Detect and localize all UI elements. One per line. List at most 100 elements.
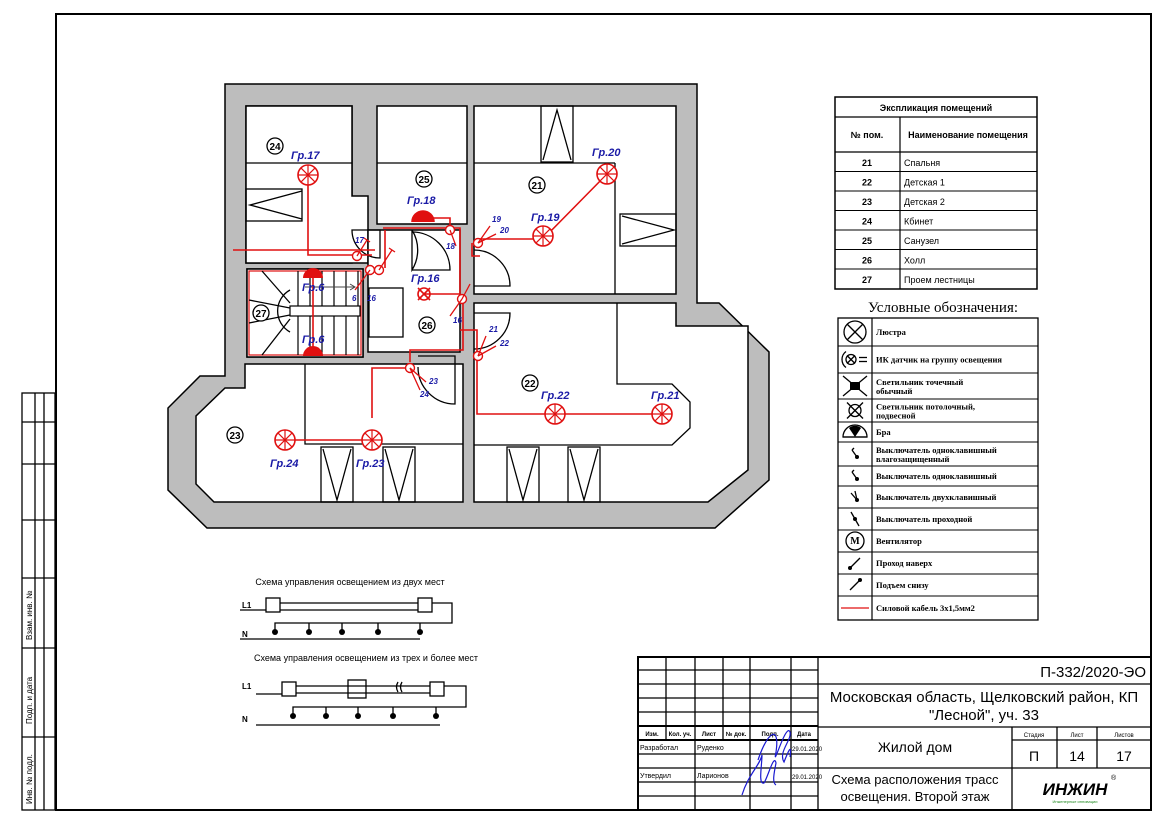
group-label-gr6-bottom: Гр.6	[302, 334, 325, 346]
tb-developed-date: 29.01.2020	[792, 747, 823, 753]
room-25	[376, 105, 468, 225]
sconce-gr6-top	[303, 268, 323, 278]
explication-col-name: Наименование помещения	[908, 130, 1028, 140]
group-label-gr17: Гр.17	[291, 150, 320, 162]
legend-item: Силовой кабель 3х1,5мм2	[876, 603, 975, 613]
room-marker-23: 23	[226, 426, 244, 444]
legend-item-text: Выключатель одноклавишный	[876, 471, 997, 481]
room-marker-24: 24	[266, 137, 284, 155]
group-label-gr23: Гр.23	[356, 458, 385, 470]
riser-down-icon	[849, 578, 862, 591]
staircase	[246, 268, 364, 358]
tb-approved-role: Утвердил	[640, 773, 671, 780]
switch-levers	[354, 225, 497, 391]
sconce-gr18	[411, 210, 435, 223]
legend-item: Люстра	[876, 327, 907, 337]
explication-row-name: Холл	[904, 256, 925, 266]
chandelier-gr19-icon	[532, 225, 554, 247]
room-marker-27: 27	[252, 304, 270, 322]
company-logo: ИНЖИН ® Инженерные инновации	[1043, 774, 1117, 804]
explication-row: 27 Проем лестницы	[862, 275, 975, 285]
switch-single-icon	[851, 469, 859, 481]
scheme-three-n: N	[242, 715, 248, 724]
legend: Условные обозначения: Люстра ИК датчик на…	[837, 300, 1039, 621]
svg-text:®: ®	[1111, 774, 1117, 782]
tb-header-podp: Подп.	[762, 732, 779, 738]
explication-row-num: 26	[862, 256, 872, 266]
switch-label-18: 18	[446, 242, 455, 251]
switch-label-21: 21	[488, 325, 498, 334]
legend-item: Светильник потолочный,подвесной	[876, 402, 975, 421]
tb-sheet-title-2: освещения. Второй этаж	[841, 789, 990, 804]
explication-title: Экспликация помещений	[880, 103, 992, 113]
legend-item: ИК датчик на группу освещения	[876, 355, 1002, 365]
legend-item-text: ИК датчик на группу освещения	[876, 355, 1002, 365]
switch-label-16a: 16	[367, 294, 376, 303]
ir-sensor-icon	[841, 350, 867, 369]
explication-table: Экспликация помещений № пом. Наименовани…	[834, 96, 1038, 290]
chandelier-gr22-icon	[544, 403, 566, 425]
group-label-gr18: Гр.18	[407, 195, 436, 207]
tb-header-doc: № док.	[726, 731, 747, 738]
group-label-gr22: Гр.22	[541, 390, 570, 402]
sconce-gr6-bottom	[303, 346, 323, 356]
legend-item: Выключатель проходной	[876, 514, 972, 524]
switch-label-22: 22	[499, 339, 509, 348]
scheme-three-l1: L1	[242, 682, 252, 691]
sheet-frame	[55, 13, 1152, 811]
group-label-gr6-top: Гр.6	[302, 282, 325, 294]
explication-row-name: Детская 2	[904, 197, 945, 207]
title-block: Изм. Кол. уч. Лист № док. Подп. Дата Раз…	[637, 656, 1152, 811]
svg-text:25: 25	[418, 175, 430, 186]
legend-item-text: Светильник потолочный,подвесной	[876, 402, 975, 421]
signature-2	[741, 754, 777, 796]
tb-sheet: 14	[1069, 748, 1085, 764]
svg-text:26: 26	[421, 321, 433, 332]
tb-sheet-title-1: Схема расположения трасс	[832, 772, 999, 787]
tb-stage: П	[1029, 748, 1039, 764]
chandelier-gr24-icon	[274, 429, 296, 451]
scheme-three-title: Схема управления освещением из трех и бо…	[254, 653, 478, 663]
scheme-two-title: Схема управления освещением из двух мест	[255, 577, 444, 587]
legend-item-text: Выключатель проходной	[876, 514, 972, 524]
room-marker-25: 25	[415, 170, 433, 188]
explication-row-name: Проем лестницы	[904, 275, 975, 285]
explication-row: 26 Холл	[862, 256, 925, 266]
legend-item-text: Выключатель двухклавишный	[876, 492, 997, 502]
tb-developed-name: Руденко	[697, 745, 724, 752]
explication-row-num: 27	[862, 275, 872, 285]
explication-row-name: Санузел	[904, 236, 939, 246]
switch-label-19: 19	[492, 215, 501, 224]
legend-item-text: Проход наверх	[876, 558, 933, 568]
tb-object: Жилой дом	[878, 739, 952, 755]
switch-passthrough-icon	[850, 511, 860, 527]
chandelier-gr21-icon	[651, 403, 673, 425]
legend-item-text: Бра	[876, 427, 891, 437]
tb-header-list: Лист	[702, 732, 716, 738]
legend-item-text: Подъем снизу	[876, 580, 929, 590]
tb-header-izm: Изм.	[645, 732, 659, 738]
switch-label-16b: 16	[453, 316, 462, 325]
group-label-gr20: Гр.20	[592, 147, 621, 159]
explication-col-num: № пом.	[851, 130, 884, 140]
legend-item-text: Силовой кабель 3х1,5мм2	[876, 603, 975, 613]
group-label-gr21: Гр.21	[651, 390, 680, 402]
legend-title: Условные обозначения:	[868, 300, 1018, 316]
explication-row-num: 21	[862, 158, 872, 168]
tb-sheet-label: Лист	[1070, 733, 1083, 739]
legend-item-text: Вентилятор	[876, 536, 922, 546]
pendant-gr16	[417, 287, 431, 301]
floor-plan: 24 25 21 26 27 22 23 Гр.17 Гр.18 Гр.16 Г…	[167, 83, 770, 529]
legend-item: Проход наверх	[876, 558, 933, 568]
ceiling-pendant-icon	[846, 402, 864, 419]
tb-code: П-332/2020-ЭО	[1040, 664, 1146, 681]
legend-item: Подъем снизу	[876, 580, 929, 590]
